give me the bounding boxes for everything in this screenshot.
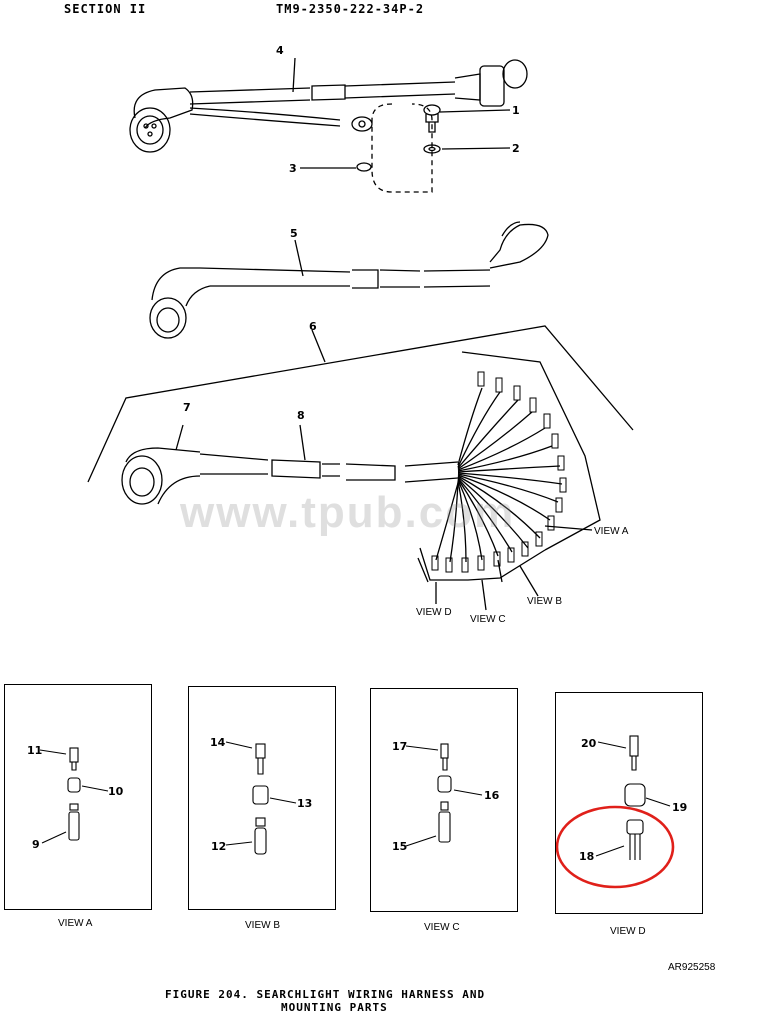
callout-1: 1 <box>512 104 520 117</box>
callout-4: 4 <box>276 44 284 57</box>
view-ref-b: VIEW B <box>527 596 562 607</box>
callout-11: 11 <box>27 744 42 757</box>
callout-10: 10 <box>108 785 124 798</box>
caption-line-2: MOUNTING PARTS <box>281 1001 388 1014</box>
caption-line-1: FIGURE 204. SEARCHLIGHT WIRING HARNESS A… <box>165 988 486 1001</box>
callout-3: 3 <box>289 162 297 175</box>
callout-18: 18 <box>579 850 594 863</box>
callout-9: 9 <box>32 838 40 851</box>
view-b-label: VIEW B <box>245 920 281 931</box>
doc-number: TM9-2350-222-34P-2 <box>276 2 425 16</box>
callout-12: 12 <box>211 840 226 853</box>
callout-6: 6 <box>309 320 317 333</box>
callout-14: 14 <box>210 736 226 749</box>
view-d-label: VIEW D <box>610 926 646 937</box>
section-label: SECTION II <box>64 2 147 16</box>
harness-6 <box>121 351 601 611</box>
view-b-box <box>188 686 336 910</box>
callout-15: 15 <box>392 840 407 853</box>
art-number: AR925258 <box>668 962 716 973</box>
view-c-label: VIEW C <box>424 922 460 933</box>
view-c-box <box>370 688 518 912</box>
callout-8: 8 <box>297 409 305 422</box>
callout-7: 7 <box>183 401 191 414</box>
view-ref-a: VIEW A <box>594 526 629 537</box>
view-a-parts <box>39 747 109 844</box>
harness-6-frame <box>87 325 634 483</box>
view-d-parts <box>595 735 671 860</box>
view-a-label: VIEW A <box>58 918 93 929</box>
view-b-parts <box>225 741 297 855</box>
highlight-circle <box>555 805 675 889</box>
callout-16: 16 <box>484 789 500 802</box>
view-d-box <box>555 692 703 914</box>
callout-13: 13 <box>297 797 312 810</box>
view-ref-c: VIEW C <box>470 614 506 625</box>
callout-19: 19 <box>672 801 687 814</box>
watermark: www.tpub.com <box>180 488 516 537</box>
harness-5 <box>149 221 549 339</box>
callout-17: 17 <box>392 740 407 753</box>
view-c-parts <box>405 743 483 847</box>
view-ref-d: VIEW D <box>416 607 452 618</box>
callout-5: 5 <box>290 227 298 240</box>
callout-20: 20 <box>581 737 597 750</box>
figure-caption: FIGURE 204. SEARCHLIGHT WIRING HARNESS A… <box>165 988 485 1014</box>
harness-4 <box>129 57 528 193</box>
callout-2: 2 <box>512 142 520 155</box>
view-a-box <box>4 684 152 910</box>
